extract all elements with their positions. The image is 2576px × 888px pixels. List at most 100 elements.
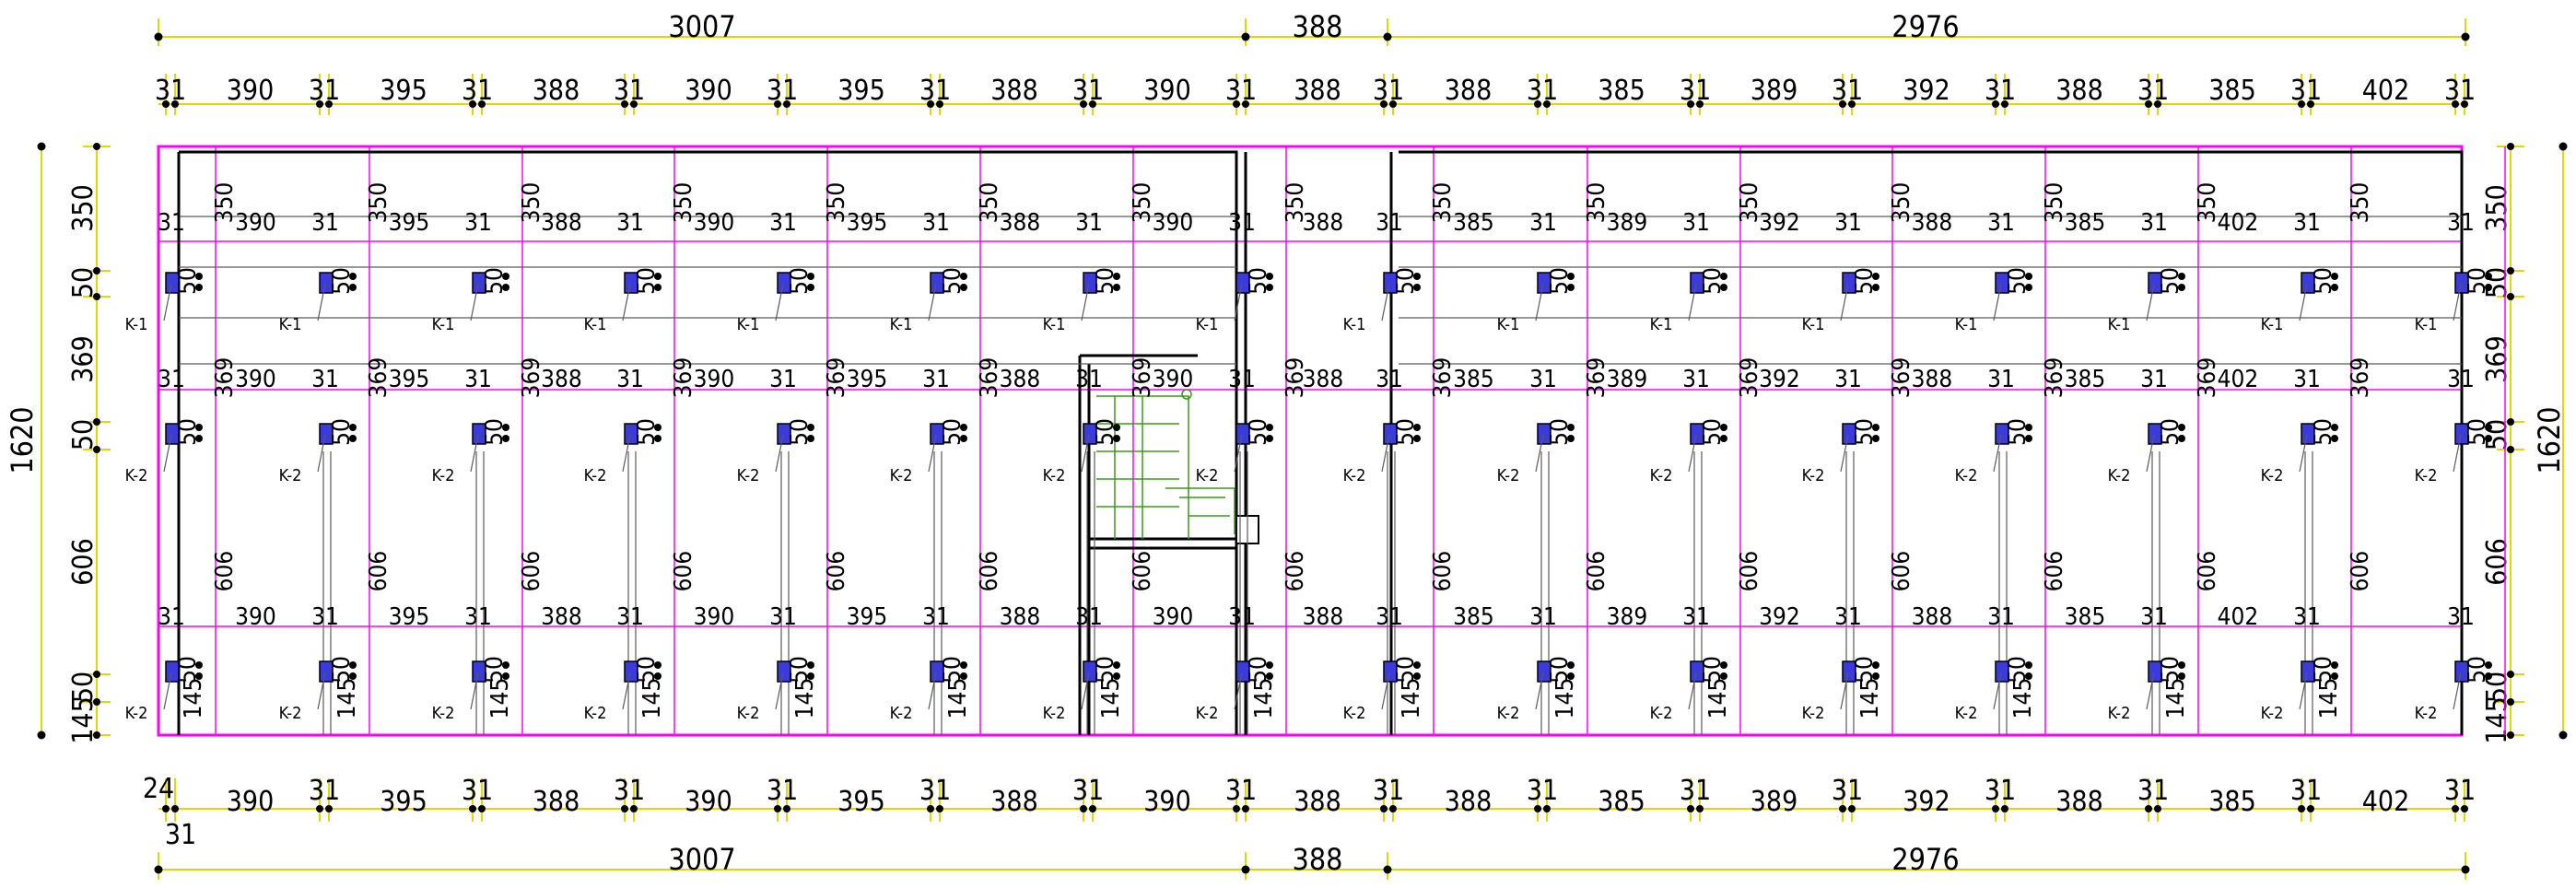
column-leader: [2299, 434, 2308, 473]
dim-inner-vertical: 50: [2157, 418, 2184, 446]
dim-tick: [2025, 661, 2032, 669]
dim-inner-column: 31: [1834, 603, 1862, 631]
dim-tick: [1720, 273, 1727, 280]
dim-inner-350: 350: [670, 182, 697, 224]
dim-inner-column: 31: [1987, 209, 2015, 237]
dim-inner-bay: 390: [694, 603, 735, 631]
dim-inner-vertical: 50: [1092, 267, 1119, 295]
dim-tick: [1567, 284, 1575, 291]
dim-tick: [195, 661, 203, 669]
dim-tick: [2507, 267, 2514, 275]
column-marker: [624, 660, 638, 683]
dim-inner-606: 606: [1282, 551, 1309, 592]
dim-inner-vertical: 50: [2464, 656, 2491, 684]
dim-tick: [1089, 100, 1096, 108]
dim-bottom-bay: 402: [2362, 786, 2410, 818]
column-tag: K-1: [2415, 315, 2438, 334]
column-tag: K-2: [279, 704, 302, 723]
dim-inner-bay: 402: [2218, 366, 2259, 393]
dim-tick: [478, 805, 486, 812]
dim-tick: [654, 672, 662, 680]
dim-tick: [2507, 143, 2514, 150]
dim-tick: [960, 273, 967, 280]
dim-inner-column: 31: [1529, 209, 1557, 237]
dim-tick: [469, 805, 476, 812]
dim-inner-column: 31: [311, 603, 339, 631]
dim-inner-vertical: 50: [1392, 267, 1420, 295]
dim-inner-bay: 388: [1303, 209, 1344, 237]
dim-inner-369: 369: [976, 357, 1003, 399]
dim-tick: [1720, 672, 1727, 680]
dim-inner-bay: 385: [1453, 209, 1494, 237]
dim-inner-column: 31: [922, 209, 950, 237]
column-leader: [2146, 283, 2155, 321]
dim-inner-vertical: 50: [2004, 656, 2032, 684]
dim-inner-column: 31: [616, 366, 644, 393]
column-tag: K-2: [2108, 704, 2131, 723]
dim-tick: [2178, 661, 2185, 669]
dim-tick: [316, 100, 323, 108]
dim-inner-350: 350: [2194, 182, 2221, 224]
dim-inner-bay: 390: [235, 603, 276, 631]
column-tag: K-2: [1043, 704, 1066, 723]
dim-inner-column: 31: [1529, 603, 1557, 631]
column-marker: [472, 423, 486, 445]
column-tag: K-2: [1343, 704, 1366, 723]
dim-top-overall-3: 2976: [1891, 9, 1959, 44]
column-leader: [317, 283, 326, 321]
dim-tick: [2178, 284, 2185, 291]
dim-inner-column: 31: [158, 603, 185, 631]
dim-tick: [1872, 284, 1879, 291]
dim-top-bay: 388: [1294, 75, 1341, 107]
dim-inner-350: 350: [211, 182, 239, 224]
column-leader: [2299, 283, 2308, 321]
dim-bottom-column: 31: [2444, 775, 2476, 807]
dim-tick: [2178, 273, 2185, 280]
dim-tick: [2507, 731, 2514, 739]
dim-tick: [621, 805, 628, 812]
dim-tick: [1113, 424, 1120, 431]
column-tag: K-2: [737, 466, 760, 485]
dim-top-column: 31: [462, 75, 493, 107]
dim-tick: [2485, 435, 2492, 442]
column-marker: [2148, 423, 2162, 445]
column-marker: [1842, 423, 1856, 445]
column-marker: [1383, 423, 1398, 445]
dim-tick: [1113, 661, 1120, 669]
dim-tick: [162, 100, 170, 108]
dim-left-total: 1620: [5, 406, 40, 473]
dim-tick: [1242, 805, 1249, 812]
dim-tick: [349, 661, 357, 669]
column-leader: [1081, 672, 1090, 710]
dim-inner-bay: 395: [847, 366, 888, 393]
dim-inner-column: 31: [1682, 366, 1710, 393]
dim-inner-145: 145: [180, 678, 207, 719]
dim-inner-bay: 388: [1912, 209, 1953, 237]
column-leader: [1234, 283, 1243, 321]
column-marker: [1083, 423, 1097, 445]
column-leader: [1993, 672, 2002, 710]
dim-bottom-bay: 388: [1445, 786, 1493, 818]
dim-bottom-column: 31: [2290, 775, 2322, 807]
dim-inner-column: 31: [1228, 603, 1256, 631]
dim-inner-bay: 388: [1303, 603, 1344, 631]
dim-top-column: 31: [2290, 75, 2322, 107]
column-marker: [1995, 272, 2009, 294]
dim-tick: [162, 805, 170, 812]
column-marker: [2148, 272, 2162, 294]
dim-top-bay: 390: [227, 75, 275, 107]
dim-tick: [349, 284, 357, 291]
dim-top-column: 31: [155, 75, 186, 107]
dim-inner-vertical: 50: [174, 656, 202, 684]
dim-tick: [502, 661, 509, 669]
dim-top-bay: 402: [2362, 75, 2410, 107]
dim-tick: [1872, 661, 1879, 669]
dim-tick: [1872, 273, 1879, 280]
dim-tick: [1720, 424, 1727, 431]
dim-inner-vertical: 50: [1546, 656, 1574, 684]
dim-tick: [2025, 273, 2032, 280]
dim-inner-column: 31: [2140, 603, 2168, 631]
dim-inner-bay: 388: [541, 603, 582, 631]
column-tag: K-2: [2415, 466, 2438, 485]
dim-tick: [1266, 661, 1273, 669]
